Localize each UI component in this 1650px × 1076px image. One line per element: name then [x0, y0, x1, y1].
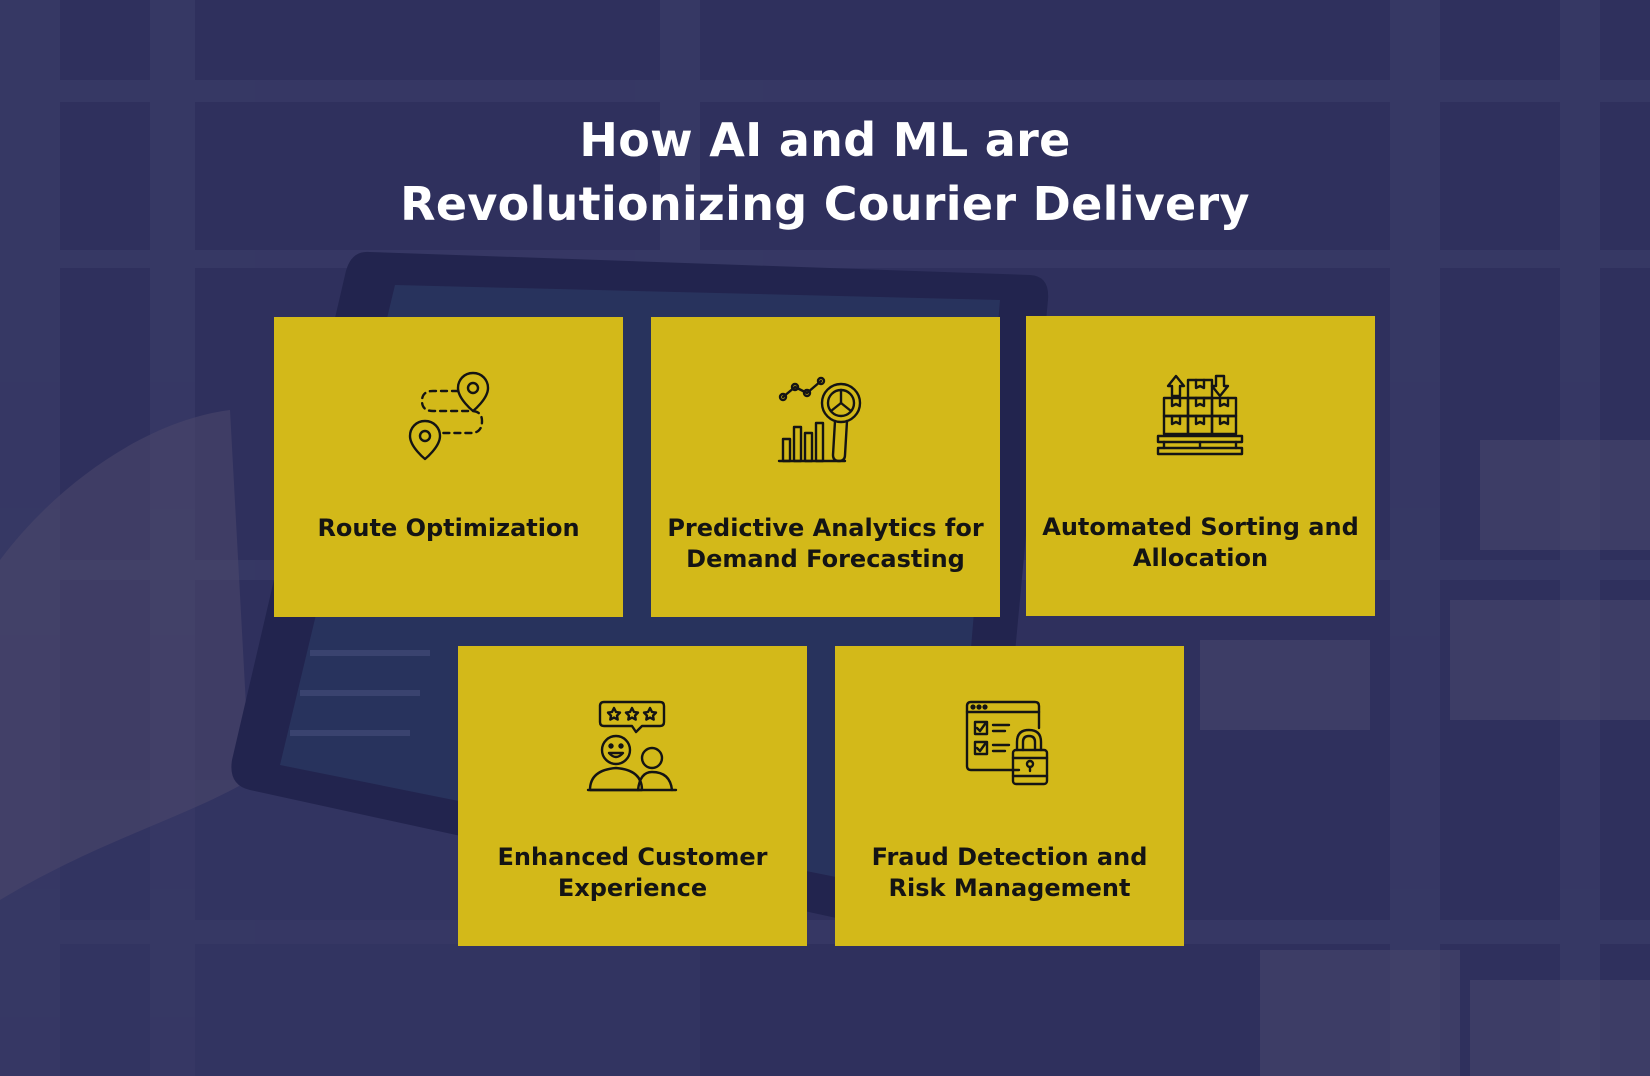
pallet-boxes-icon	[1150, 368, 1250, 468]
card-automated-sorting: Automated Sorting and Allocation	[1026, 316, 1375, 616]
card-label: Automated Sorting and Allocation	[1042, 513, 1359, 572]
card-label: Enhanced Customer Experience	[497, 843, 768, 902]
card-fraud-detection: Fraud Detection and Risk Management	[835, 646, 1184, 946]
analytics-magnifier-icon	[775, 369, 875, 469]
card-customer-experience: Enhanced Customer Experience	[458, 646, 807, 946]
title-line-2: Revolutionizing Courier Delivery	[400, 177, 1250, 231]
customer-rating-icon	[582, 698, 682, 798]
card-route-optimization: Route Optimization	[274, 317, 623, 617]
card-label: Fraud Detection and Risk Management	[871, 843, 1148, 902]
page-title: How AI and ML are Revolutionizing Courie…	[0, 108, 1650, 236]
card-label: Route Optimization	[317, 514, 580, 542]
secure-checklist-icon	[959, 698, 1059, 798]
card-predictive-analytics: Predictive Analytics for Demand Forecast…	[651, 317, 1000, 617]
title-line-1: How AI and ML are	[579, 113, 1071, 167]
route-pin-icon	[398, 369, 498, 469]
card-label: Predictive Analytics for Demand Forecast…	[667, 514, 984, 573]
